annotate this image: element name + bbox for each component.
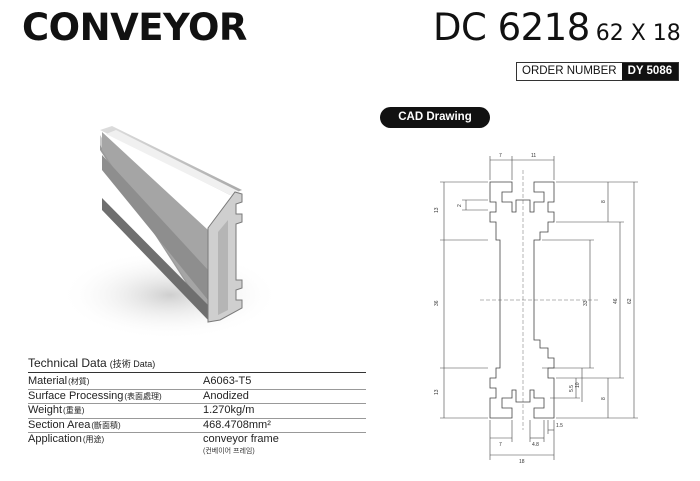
dim-right-bottom: 8 — [601, 397, 607, 400]
dim-bottom-full: 18 — [519, 459, 525, 465]
order-number-label: ORDER NUMBER — [517, 63, 622, 80]
order-number-box: ORDER NUMBER DY 5086 — [516, 62, 680, 81]
row-key: Weight — [28, 404, 63, 416]
technical-data-table: Technical Data(技術 Data) Material(材質) A60… — [28, 356, 366, 457]
row-key-sub: (用途) — [82, 435, 105, 444]
row-key: Application — [28, 433, 82, 445]
row-key-sub: (斷面積) — [91, 420, 121, 430]
row-value: 1.270kg/m — [203, 404, 255, 416]
row-key: Section Area — [28, 418, 91, 431]
technical-data-title-sub: (技術 Data) — [109, 359, 156, 369]
dim-top-right: 11 — [531, 153, 536, 159]
row-key-sub: (表面處理) — [124, 391, 162, 401]
row-value: Anodized — [203, 389, 249, 402]
dim-right-small2: 10 — [575, 382, 581, 388]
dim-bottom-left: 7 — [499, 442, 502, 448]
product-title: CONVEYOR — [22, 6, 247, 49]
table-row: Application(用途) conveyor frame (컨베이어 프레임) — [28, 433, 366, 457]
model-code: DC 6218 — [433, 6, 590, 49]
dim-right-outer: 46 — [613, 298, 619, 304]
row-key: Material — [28, 375, 68, 387]
row-value: conveyor frame — [203, 433, 279, 445]
technical-data-heading: Technical Data(技術 Data) — [28, 356, 366, 373]
order-number-value: DY 5086 — [621, 63, 679, 80]
row-value: 468.4708mm² — [203, 418, 271, 431]
table-row: Weight(重量) 1.270kg/m — [28, 404, 366, 419]
dim-bottom-small: 1.5 — [556, 423, 563, 429]
row-key-sub: (材質) — [68, 377, 90, 386]
dim-bottom-mid: 4.8 — [532, 442, 539, 448]
dim-right-full: 62 — [627, 298, 633, 304]
dim-left-mid: 36 — [434, 300, 440, 306]
dim-left-small: 2 — [457, 204, 463, 207]
table-row: Section Area(斷面積) 468.4708mm² — [28, 418, 366, 433]
row-key-sub: (重量) — [63, 406, 85, 415]
table-row: Surface Processing(表面處理) Anodized — [28, 389, 366, 404]
cad-drawing: 7 11 13 2 36 13 8 33 46 62 5.5 10 8 1.5 … — [434, 153, 638, 465]
model-size: 62 X 18 — [595, 21, 681, 46]
row-key: Surface Processing — [28, 389, 124, 402]
row-value: A6063-T5 — [203, 375, 252, 387]
dim-right-mid: 33 — [583, 300, 589, 306]
dim-top-left: 7 — [499, 153, 502, 159]
dim-left-top: 13 — [434, 207, 440, 213]
dim-left-bottom: 13 — [434, 389, 440, 395]
technical-data-title: Technical Data — [28, 356, 107, 370]
row-value-note: (컨베이어 프레임) — [203, 447, 255, 455]
cad-drawing-badge: CAD Drawing — [380, 107, 490, 128]
profile-outline — [489, 181, 555, 419]
dim-right-top: 8 — [601, 200, 607, 203]
table-row: Material(材質) A6063-T5 — [28, 375, 366, 390]
dim-right-small1: 5.5 — [569, 385, 575, 392]
product-photo — [60, 126, 280, 340]
